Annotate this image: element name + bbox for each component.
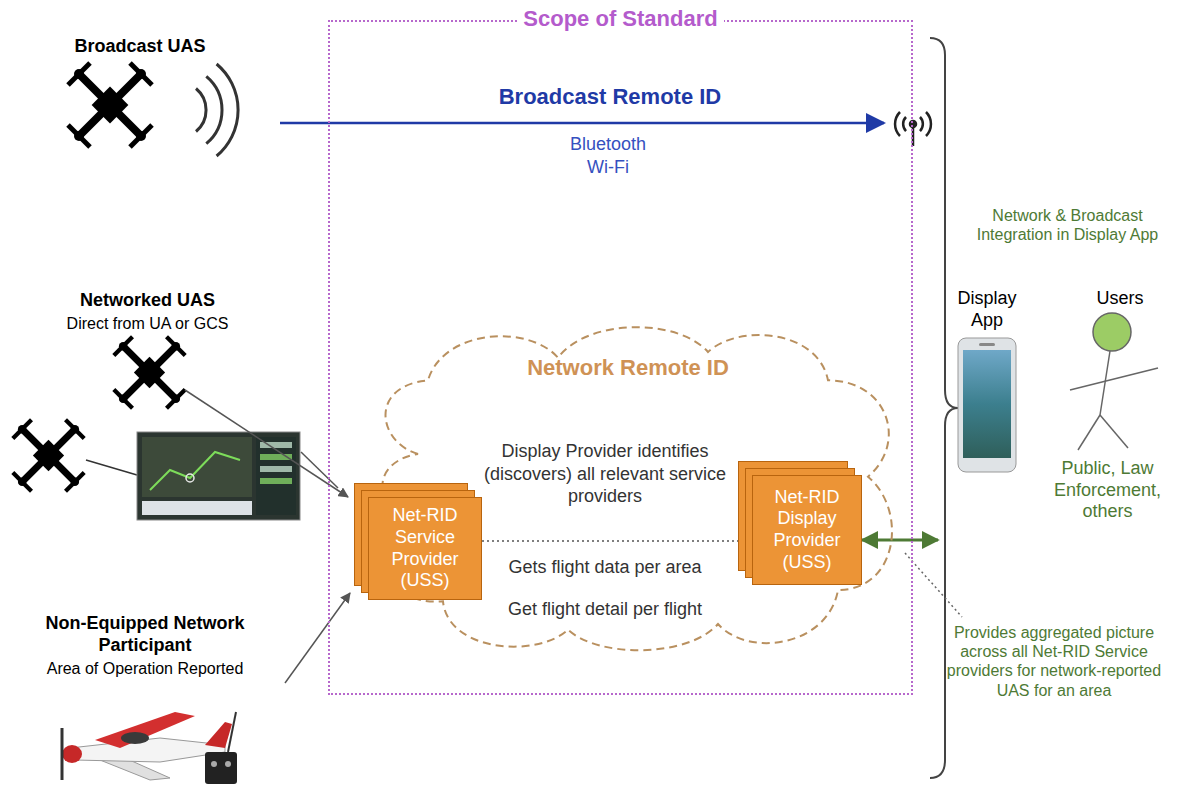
user-figure-part <box>1100 415 1128 448</box>
antenna-icon-part <box>895 112 900 136</box>
broadcast-arrow <box>280 122 884 125</box>
box-text: Net-RID Display Provider (USS) <box>757 487 857 573</box>
cloud-note: Get flight detail per flight <box>485 598 725 621</box>
rc-plane-part <box>211 761 217 767</box>
rc-plane-part <box>95 712 195 748</box>
dotted-connector <box>482 540 752 542</box>
link-type: Bluetooth <box>530 134 686 156</box>
cloud-note: Display Provider identifies (discovers) … <box>480 440 730 508</box>
gcs-screen <box>137 432 300 520</box>
leader-line <box>905 553 962 617</box>
report-arrow <box>285 593 350 683</box>
antenna-icon <box>895 112 931 146</box>
user-figure-part <box>1100 351 1110 415</box>
gcs-screen-part <box>256 437 296 515</box>
network-cloud: Network Remote ID Display Provider identi… <box>348 318 903 658</box>
rc-plane <box>62 712 237 784</box>
cloud-outline-path <box>380 327 892 650</box>
rc-plane-part <box>205 752 237 784</box>
uas-label: Broadcast UAS <box>55 36 225 58</box>
provider-box: Net-RID Service Provider (USS) <box>368 497 482 600</box>
user-figure-part <box>1093 313 1131 351</box>
cloud-note: Gets flight data per area <box>485 556 725 579</box>
note-text: Network & Broadcast Integration in Displ… <box>960 206 1175 244</box>
antenna-icon-part <box>910 121 916 127</box>
user-figure-part <box>1078 415 1100 450</box>
gcs-screen-part <box>260 478 292 484</box>
provider-box: Net-RID Display Provider (USS) <box>752 475 862 585</box>
gcs-drone <box>13 420 84 491</box>
phone-icon-part <box>958 338 1016 472</box>
icon-label: Users <box>1085 288 1155 310</box>
cloud-title: Network Remote ID <box>478 354 778 382</box>
rc-plane-part <box>205 722 232 748</box>
phone-icon <box>958 338 1016 472</box>
rc-plane-part <box>121 732 149 744</box>
note-text: Provides aggregated picture across all N… <box>938 623 1170 700</box>
gcs-screen-part <box>137 432 300 520</box>
note-text: Public, Law Enforcement, others <box>1040 458 1175 523</box>
scope-boundary: Scope of StandardNetwork Remote IDDispla… <box>328 20 913 695</box>
uas-label: Networked UAS <box>40 290 255 312</box>
rc-plane-part <box>61 728 64 780</box>
rc-plane-part <box>62 745 82 763</box>
rc-plane-part <box>70 738 225 762</box>
radio-waves <box>196 64 238 156</box>
rc-plane-part <box>228 712 236 752</box>
user-figure <box>1070 313 1158 450</box>
link-type: Wi-Fi <box>530 157 686 179</box>
antenna-icon-part <box>903 117 906 131</box>
gcs-screen-part <box>142 501 252 515</box>
uas-sublabel: Area of Operation Reported <box>30 659 260 678</box>
gcs-screen-part <box>260 466 292 472</box>
radio-waves-part <box>206 76 222 143</box>
phone-icon-part <box>979 343 995 346</box>
gcs-uplink-line <box>301 452 338 488</box>
radio-waves-part <box>217 64 238 156</box>
icon-label: Display App <box>948 288 1026 331</box>
gcs-screen-part <box>142 437 252 497</box>
phone-icon-part <box>963 350 1011 458</box>
uas-sublabel: Direct from UA or GCS <box>40 314 255 333</box>
uplink-arrow <box>185 390 348 497</box>
box-text: Net-RID Service Provider (USS) <box>373 505 477 591</box>
uas-label: Non-Equipped Network Participant <box>30 613 260 656</box>
link-title: Broadcast Remote ID <box>460 84 760 110</box>
rc-plane-part <box>225 761 231 767</box>
networked-drone <box>114 337 185 408</box>
gcs-screen-part <box>150 452 240 490</box>
user-figure-part <box>1070 368 1158 390</box>
scope-title: Scope of Standard <box>517 6 723 32</box>
antenna-icon-part <box>926 112 931 136</box>
broadcast-drone <box>68 63 152 147</box>
title-slot: Scope of Standard <box>330 6 911 32</box>
antenna-icon-part <box>920 117 923 131</box>
gcs-screen-part <box>186 474 194 482</box>
link-line <box>86 460 137 475</box>
radio-waves-part <box>196 89 206 132</box>
display-link-arrow <box>862 539 938 542</box>
